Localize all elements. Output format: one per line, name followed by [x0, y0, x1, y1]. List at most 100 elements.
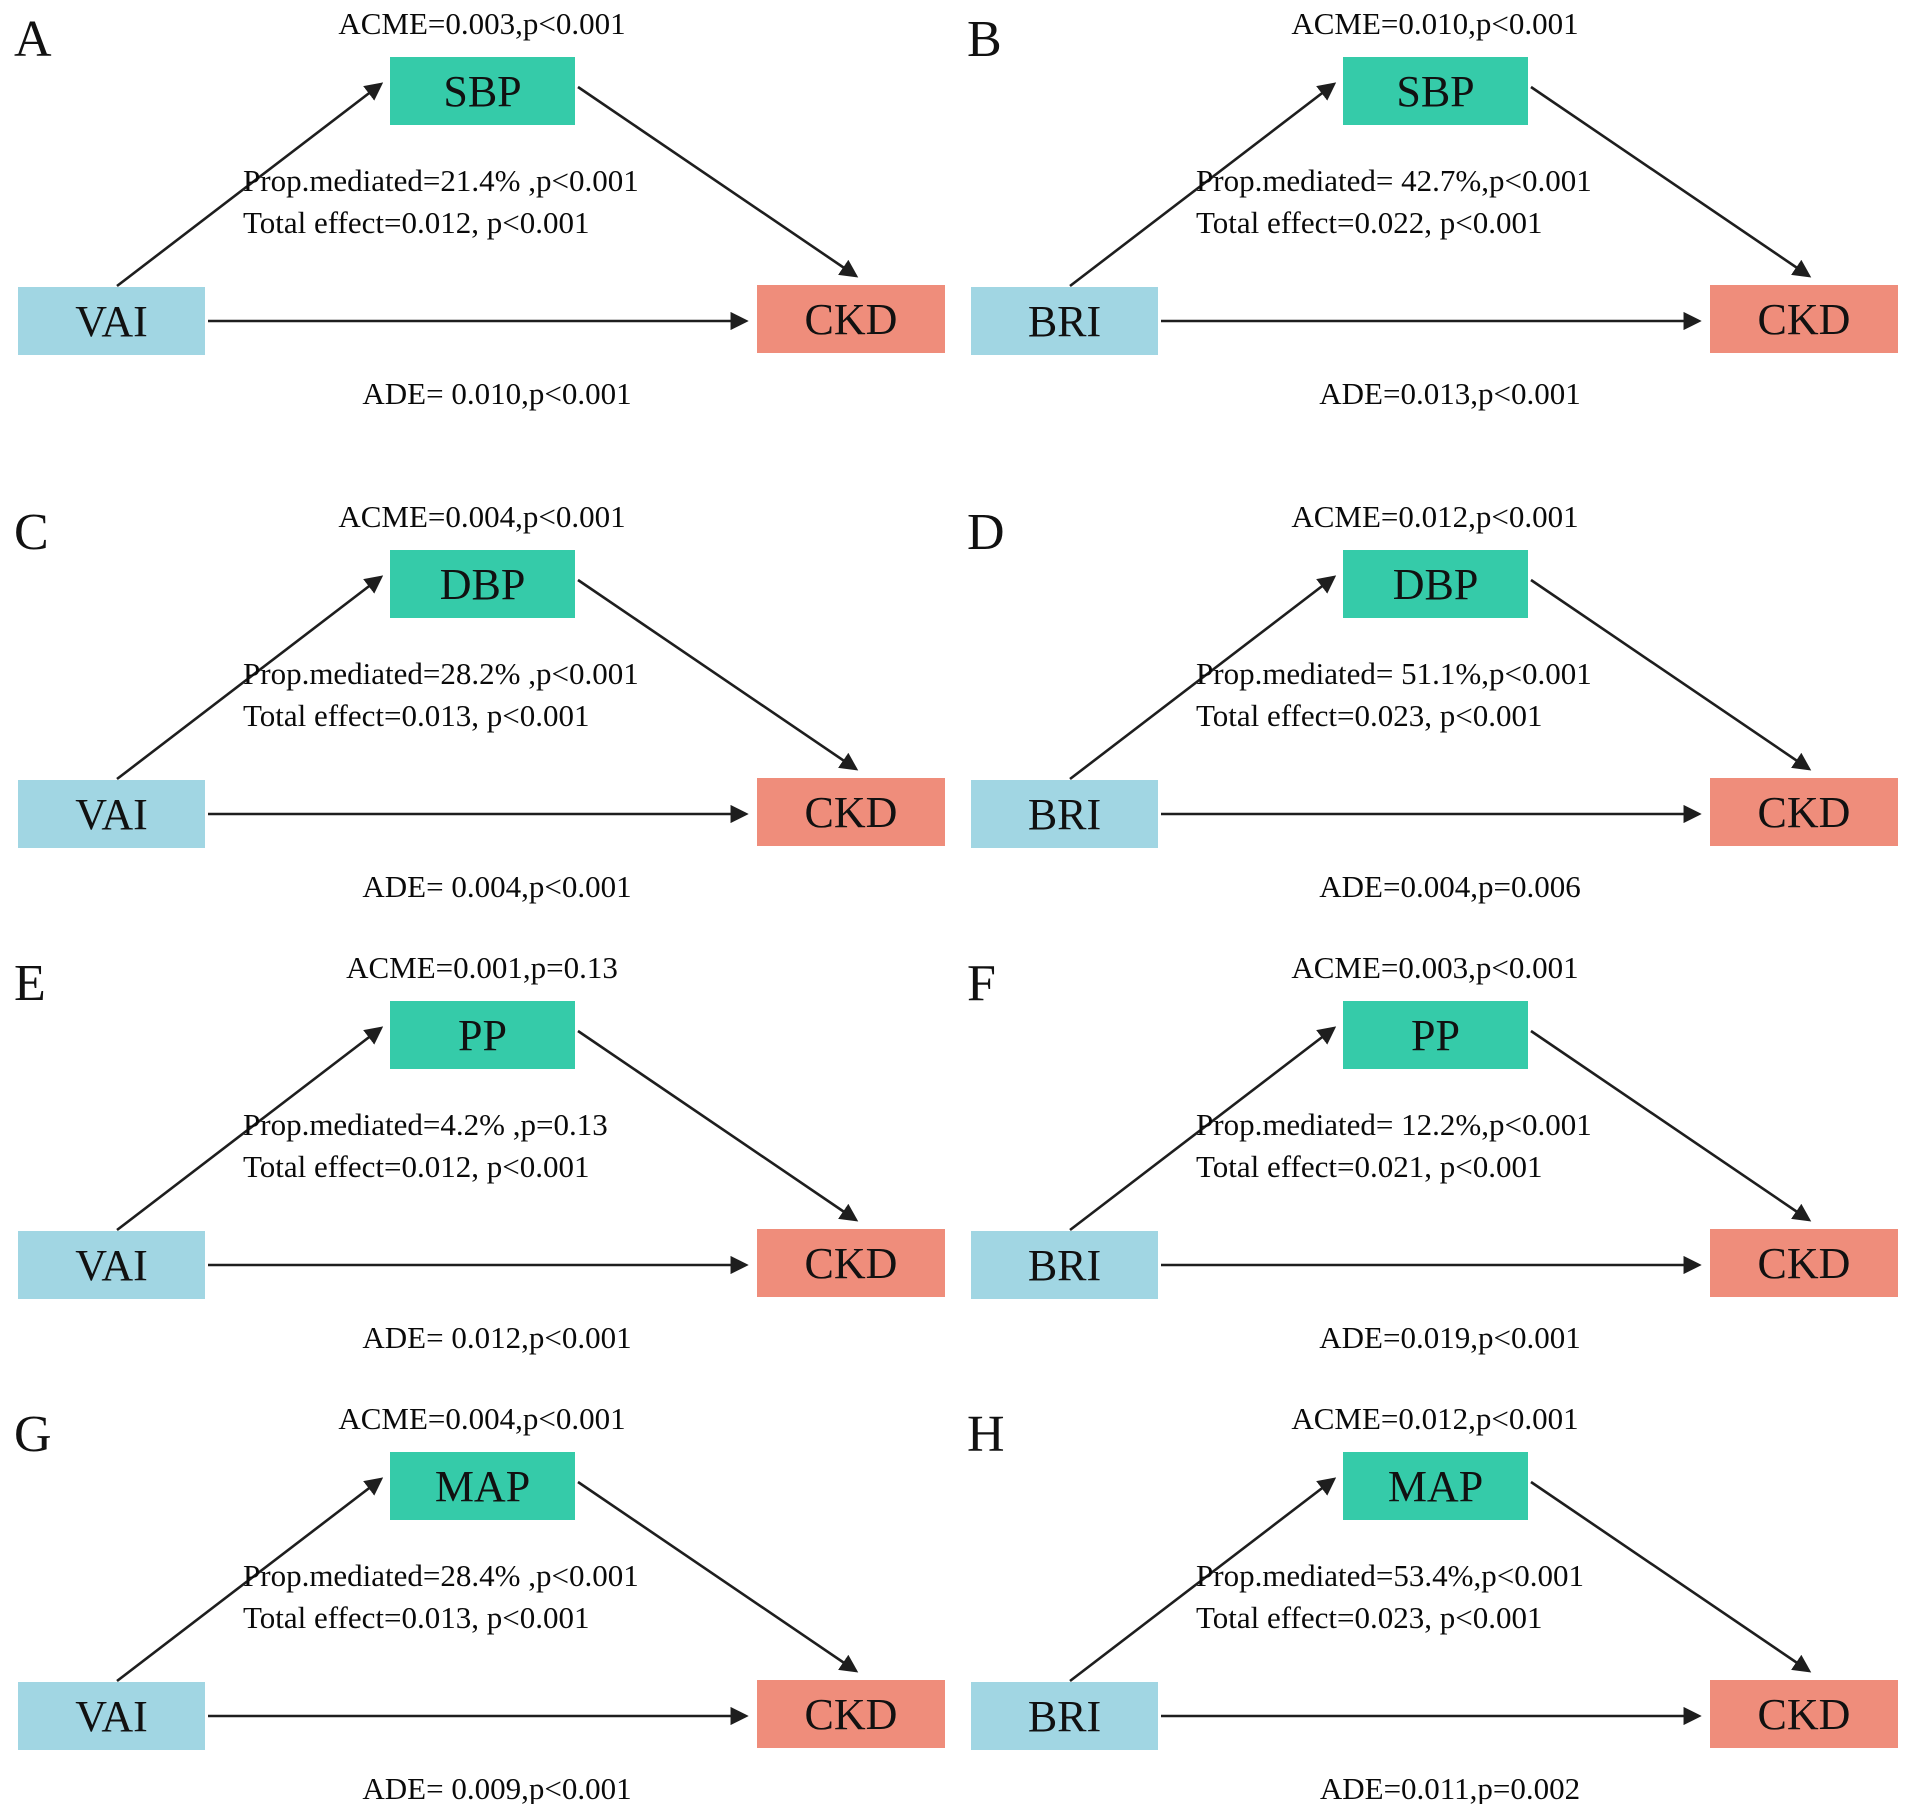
acme-label: ACME=0.012,p<0.001 — [1291, 1401, 1579, 1436]
prop-mediated-text: Prop.mediated=53.4%,p<0.001 — [1196, 1558, 1584, 1593]
mediation-arrows — [1069, 575, 1812, 824]
ade-label: ADE=0.004,p=0.006 — [1319, 869, 1581, 904]
mediator-to-outcome-arrow — [1530, 1480, 1812, 1673]
mediator-box: SBP — [1343, 57, 1528, 125]
exposure-box: VAI — [18, 1231, 205, 1299]
exposure-to-mediator-arrow — [1069, 1477, 1337, 1683]
panel-letter: B — [967, 11, 1002, 68]
ade-label: ADE= 0.010,p<0.001 — [362, 376, 632, 411]
mediation-arrows — [116, 1026, 859, 1275]
mediator-to-outcome-arrow — [1530, 1029, 1812, 1222]
panel-d: D ACME=0.012,p<0.001 DBP BRI CKD Prop.me… — [953, 451, 1907, 904]
exposure-box: BRI — [971, 287, 1158, 355]
mediator-to-outcome-arrow — [577, 578, 859, 771]
mediation-stats: Prop.mediated=4.2% ,p=0.13 Total effect=… — [243, 1104, 608, 1188]
exposure-box: VAI — [18, 1682, 205, 1750]
prop-mediated-text: Prop.mediated= 42.7%,p<0.001 — [1196, 163, 1592, 198]
panel-letter: H — [967, 1406, 1005, 1463]
exposure-box: BRI — [971, 1231, 1158, 1299]
acme-label: ACME=0.012,p<0.001 — [1291, 499, 1579, 534]
mediation-arrows — [1069, 82, 1812, 331]
mediator-box: DBP — [1343, 550, 1528, 618]
acme-label: ACME=0.003,p<0.001 — [338, 6, 626, 41]
mediation-stats: Prop.mediated=28.2% ,p<0.001 Total effec… — [243, 653, 639, 737]
total-effect-text: Total effect=0.023, p<0.001 — [1196, 1600, 1543, 1635]
exposure-box: VAI — [18, 287, 205, 355]
mediation-arrows — [116, 575, 859, 824]
mediator-to-outcome-arrow — [577, 85, 859, 278]
outcome-box: CKD — [1710, 778, 1898, 846]
prop-mediated-text: Prop.mediated=28.2% ,p<0.001 — [243, 656, 639, 691]
ade-label: ADE=0.013,p<0.001 — [1319, 376, 1581, 411]
prop-mediated-text: Prop.mediated=4.2% ,p=0.13 — [243, 1107, 608, 1142]
exposure-to-mediator-arrow — [1069, 1026, 1337, 1232]
total-effect-text: Total effect=0.023, p<0.001 — [1196, 698, 1543, 733]
mediation-arrows — [1069, 1477, 1812, 1726]
panel-letter: C — [14, 504, 49, 561]
panel-letter: E — [14, 955, 46, 1012]
outcome-box: CKD — [757, 285, 945, 353]
mediation-arrows — [116, 1477, 859, 1726]
mediation-stats: Prop.mediated=21.4% ,p<0.001 Total effec… — [243, 160, 639, 244]
panel-c: C ACME=0.004,p<0.001 DBP VAI CKD Prop.me… — [0, 451, 953, 904]
total-effect-text: Total effect=0.021, p<0.001 — [1196, 1149, 1543, 1184]
acme-label: ACME=0.010,p<0.001 — [1291, 6, 1579, 41]
outcome-box: CKD — [757, 1229, 945, 1297]
mediation-stats: Prop.mediated= 42.7%,p<0.001 Total effec… — [1196, 160, 1592, 244]
prop-mediated-text: Prop.mediated=21.4% ,p<0.001 — [243, 163, 639, 198]
mediation-arrows — [1069, 1026, 1812, 1275]
mediator-to-outcome-arrow — [577, 1029, 859, 1222]
ade-label: ADE=0.011,p=0.002 — [1319, 1771, 1581, 1804]
exposure-to-mediator-arrow — [116, 1026, 384, 1232]
mediation-stats: Prop.mediated= 12.2%,p<0.001 Total effec… — [1196, 1104, 1592, 1188]
exposure-box: BRI — [971, 1682, 1158, 1750]
exposure-to-mediator-arrow — [116, 575, 384, 781]
mediator-to-outcome-arrow — [1530, 85, 1812, 278]
exposure-box: VAI — [18, 780, 205, 848]
outcome-box: CKD — [757, 1680, 945, 1748]
exposure-box: BRI — [971, 780, 1158, 848]
mediator-to-outcome-arrow — [1530, 578, 1812, 771]
panel-letter: G — [14, 1406, 52, 1463]
total-effect-text: Total effect=0.013, p<0.001 — [243, 1600, 590, 1635]
total-effect-text: Total effect=0.013, p<0.001 — [243, 698, 590, 733]
panel-a: A ACME=0.003,p<0.001 SBP VAI CKD Prop.me… — [0, 0, 953, 451]
exposure-to-mediator-arrow — [1069, 82, 1337, 288]
acme-label: ACME=0.001,p=0.13 — [346, 950, 618, 985]
ade-label: ADE=0.019,p<0.001 — [1319, 1320, 1581, 1355]
total-effect-text: Total effect=0.022, p<0.001 — [1196, 205, 1543, 240]
prop-mediated-text: Prop.mediated=28.4% ,p<0.001 — [243, 1558, 639, 1593]
outcome-box: CKD — [1710, 285, 1898, 353]
panel-g: G ACME=0.004,p<0.001 MAP VAI CKD Prop.me… — [0, 1353, 953, 1804]
exposure-to-mediator-arrow — [1069, 575, 1337, 781]
panel-h: H ACME=0.012,p<0.001 MAP BRI CKD Prop.me… — [953, 1353, 1907, 1804]
mediator-box: PP — [1343, 1001, 1528, 1069]
prop-mediated-text: Prop.mediated= 51.1%,p<0.001 — [1196, 656, 1592, 691]
panel-letter: D — [967, 504, 1005, 561]
mediator-box: MAP — [390, 1452, 575, 1520]
panel-b: B ACME=0.010,p<0.001 SBP BRI CKD Prop.me… — [953, 0, 1907, 451]
total-effect-text: Total effect=0.012, p<0.001 — [243, 205, 590, 240]
mediator-box: DBP — [390, 550, 575, 618]
exposure-to-mediator-arrow — [116, 82, 384, 288]
total-effect-text: Total effect=0.012, p<0.001 — [243, 1149, 590, 1184]
mediation-arrows — [116, 82, 859, 331]
ade-label: ADE= 0.009,p<0.001 — [362, 1771, 632, 1804]
mediation-stats: Prop.mediated= 51.1%,p<0.001 Total effec… — [1196, 653, 1592, 737]
mediation-stats: Prop.mediated=53.4%,p<0.001 Total effect… — [1196, 1555, 1584, 1639]
panel-letter: F — [967, 955, 996, 1012]
mediator-box: SBP — [390, 57, 575, 125]
outcome-box: CKD — [1710, 1680, 1898, 1748]
outcome-box: CKD — [1710, 1229, 1898, 1297]
panel-f: F ACME=0.003,p<0.001 PP BRI CKD Prop.med… — [953, 902, 1907, 1355]
acme-label: ACME=0.004,p<0.001 — [338, 499, 626, 534]
panel-letter: A — [14, 11, 52, 68]
exposure-to-mediator-arrow — [116, 1477, 384, 1683]
mediator-box: MAP — [1343, 1452, 1528, 1520]
mediation-stats: Prop.mediated=28.4% ,p<0.001 Total effec… — [243, 1555, 639, 1639]
mediator-box: PP — [390, 1001, 575, 1069]
acme-label: ACME=0.003,p<0.001 — [1291, 950, 1579, 985]
prop-mediated-text: Prop.mediated= 12.2%,p<0.001 — [1196, 1107, 1592, 1142]
panel-e: E ACME=0.001,p=0.13 PP VAI CKD Prop.medi… — [0, 902, 953, 1355]
